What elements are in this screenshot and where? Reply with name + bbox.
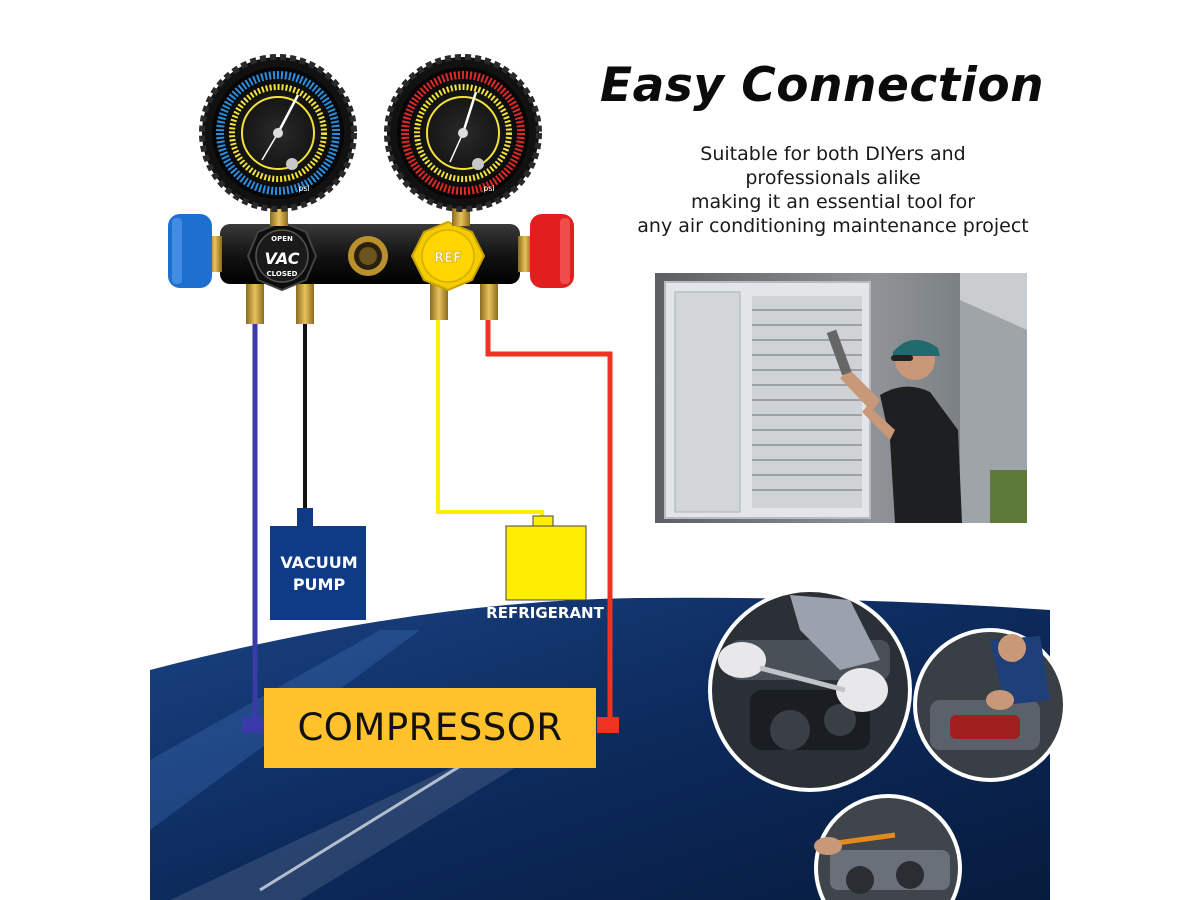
side-fitting: [518, 236, 532, 272]
description-line: professionals alike: [745, 167, 921, 189]
port-fitting: [296, 284, 314, 324]
light-streak: [259, 758, 471, 892]
vac-knob-main-text: VAC: [265, 249, 300, 268]
ref-knob-main-text: REF: [434, 251, 462, 266]
vacuum-pump-label-line2: PUMP: [292, 575, 346, 594]
engine-photo-bottom: [814, 794, 962, 900]
refrigerant-label: REFRIGERANT: [486, 604, 604, 622]
headline: Easy Connection: [600, 58, 1045, 113]
engine-photo-large: [708, 588, 912, 792]
vacuum-pump-box: [270, 526, 366, 620]
vacuum-pump-label-line1: VACUUM: [280, 553, 358, 572]
port-fitting: [430, 284, 448, 320]
description-line: making it an essential tool for: [690, 191, 976, 213]
high-pressure-gauge-icon: [384, 54, 542, 212]
high-side-hose: [485, 318, 613, 722]
compressor-label: COMPRESSOR: [297, 706, 563, 749]
description: Suitable for both DIYers and professiona…: [628, 142, 1038, 238]
compressor-port-low: [242, 717, 264, 733]
description-line: any air conditioning maintenance project: [637, 215, 1029, 237]
vacuum-pump-connector: [297, 508, 313, 526]
sight-glass-icon: [348, 236, 388, 276]
description-line: Suitable for both DIYers and: [700, 143, 966, 165]
engine-photo-right: [913, 628, 1067, 782]
compressor-box: [264, 688, 596, 768]
vac-knob-bottom-text: CLOSED: [267, 270, 298, 278]
vac-knob-top-text: OPEN: [271, 235, 293, 243]
ref-knob-icon: [410, 220, 486, 292]
vacuum-pump-label: VACUUM PUMP: [272, 552, 366, 596]
compressor-port-high: [597, 717, 619, 733]
refrigerant-tank: [505, 525, 587, 601]
light-streak: [170, 735, 560, 900]
low-gauge-unit: psi: [298, 184, 309, 193]
high-gauge-unit: psi: [483, 184, 494, 193]
port-fitting: [480, 284, 498, 320]
port-fitting: [246, 284, 264, 324]
vac-knob-icon: [246, 220, 318, 292]
technician-photo: [655, 273, 1027, 523]
low-pressure-gauge-icon: [199, 54, 357, 212]
